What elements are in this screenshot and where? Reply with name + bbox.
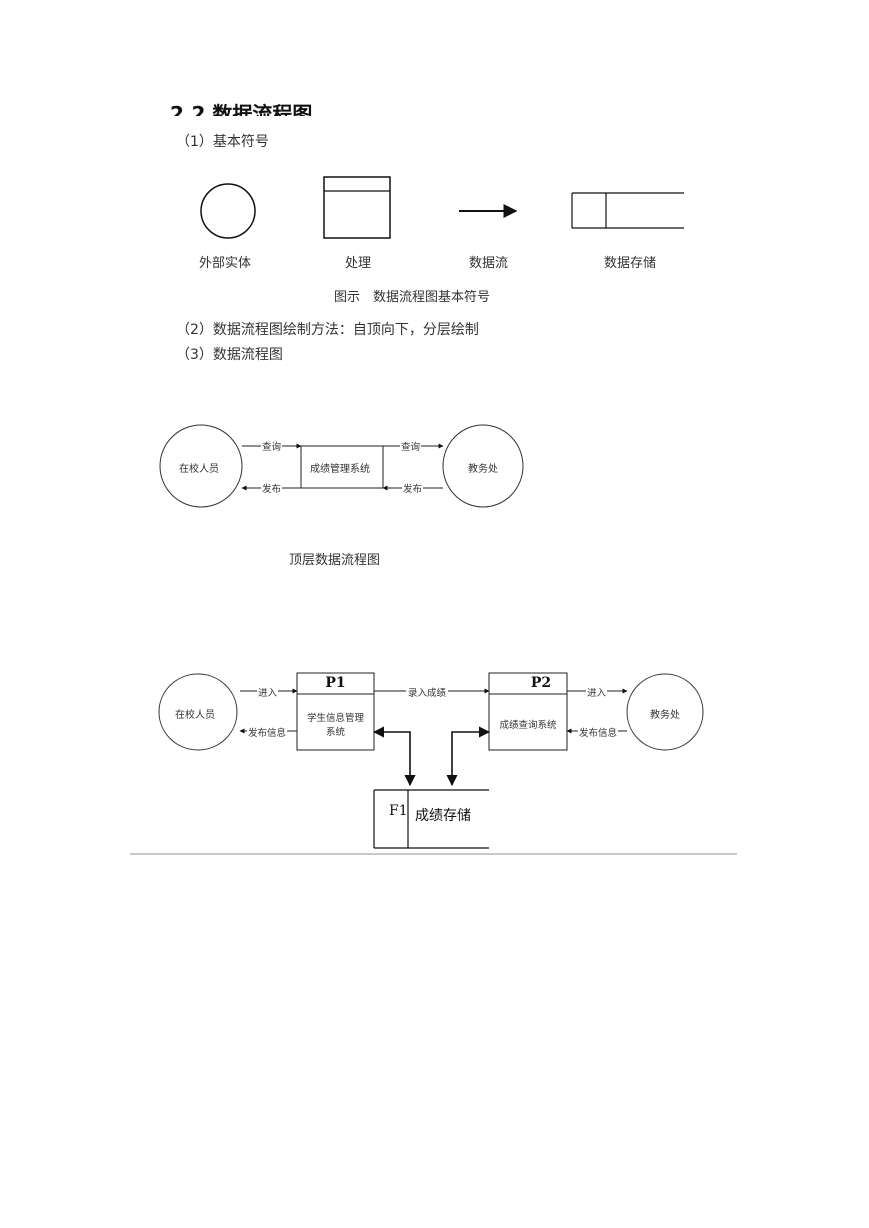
l1-p1-box	[296, 672, 375, 751]
top-right-entity-label: 教务处	[468, 464, 498, 475]
section-heading: 2.2 数据流程图	[170, 96, 320, 116]
l1-p1-name-line1: 学生信息管理	[306, 713, 364, 724]
external-entity-label: 外部实体	[199, 256, 252, 271]
top-process-label: 成绩管理系统	[310, 464, 370, 475]
l1-publish-info-left-label: 发布信息	[247, 725, 288, 739]
data-store-label: 数据存储	[604, 256, 657, 271]
data-store-symbol	[571, 192, 684, 229]
top-publish-left-label: 发布	[261, 481, 283, 495]
l1-store-id: F1	[389, 803, 408, 819]
l1-p2-box	[488, 672, 568, 751]
top-publish-right-label: 发布	[402, 481, 424, 495]
data-flow-label: 数据流	[469, 256, 509, 271]
top-left-entity-label: 在校人员	[179, 464, 219, 475]
symbols-caption: 图示 数据流程图基本符号	[334, 290, 491, 305]
l1-p1-name-line2: 系统	[325, 727, 345, 738]
external-entity-symbol	[200, 183, 256, 239]
top-query-left-label: 查询	[261, 439, 283, 453]
l1-store-symbol	[373, 789, 489, 849]
top-query-right-label: 查询	[400, 439, 422, 453]
p1-store-connector	[372, 726, 416, 787]
l1-left-entity-circle	[158, 673, 238, 751]
l1-publish-info-right-label: 发布信息	[578, 725, 619, 739]
step2-text: （2）数据流程图绘制方法：自顶向下，分层绘制	[176, 322, 479, 338]
l1-store-name: 成绩存储	[415, 808, 471, 824]
p2-store-connector	[446, 726, 491, 787]
section-heading-text: 2.2 数据流程图	[170, 102, 313, 116]
l1-p2-name: 成绩查询系统	[499, 720, 557, 731]
step1-title: （1）基本符号	[176, 134, 269, 150]
top-level-caption: 顶层数据流程图	[289, 553, 381, 568]
l1-enter-left-label: 进入	[257, 685, 279, 699]
l1-right-entity-label: 教务处	[650, 710, 680, 721]
page-divider	[130, 853, 737, 855]
l1-p2-id: P2	[530, 675, 552, 691]
l1-enter-right-label: 进入	[586, 685, 608, 699]
l1-p1-id: P1	[325, 675, 346, 691]
l1-right-entity-circle	[626, 673, 704, 751]
process-label: 处理	[345, 256, 372, 271]
l1-record-scores-label: 录入成绩	[406, 685, 449, 699]
top-process-box	[300, 445, 384, 489]
top-left-entity-circle	[159, 424, 243, 508]
top-right-entity-circle	[442, 424, 524, 508]
process-symbol	[323, 176, 391, 239]
l1-left-entity-label: 在校人员	[175, 710, 215, 721]
step3-title: （3）数据流程图	[176, 347, 283, 363]
